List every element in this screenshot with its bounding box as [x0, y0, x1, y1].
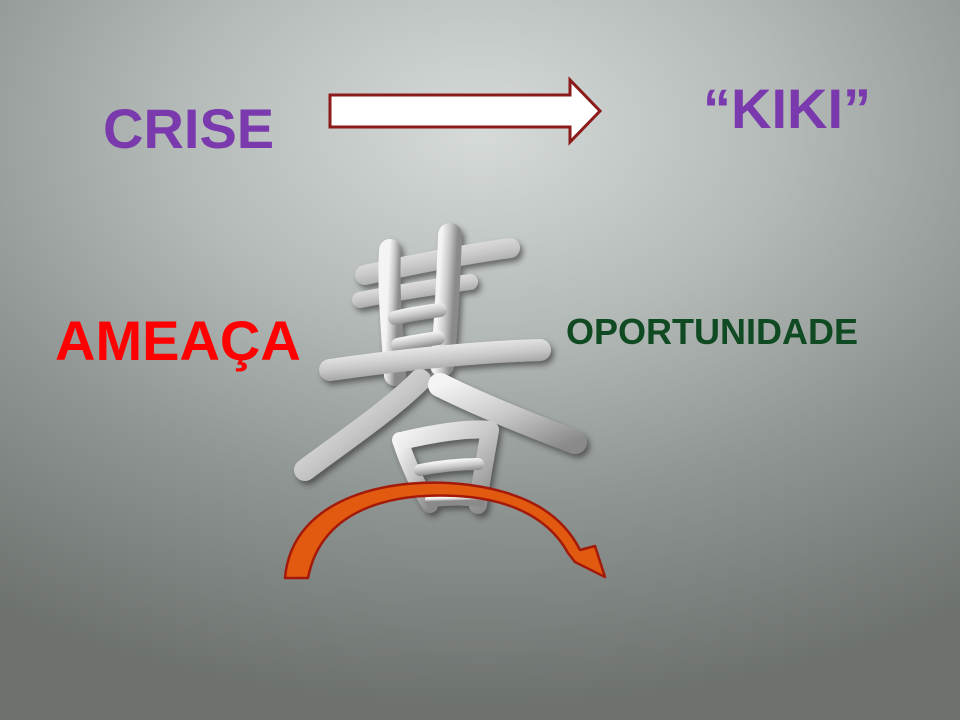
- ameaca-label: AMEAÇA: [55, 309, 301, 372]
- crise-label: CRISE: [103, 97, 275, 160]
- oportunidade-label: OPORTUNIDADE: [566, 311, 859, 352]
- kiki-label: “KIKI”: [703, 77, 871, 140]
